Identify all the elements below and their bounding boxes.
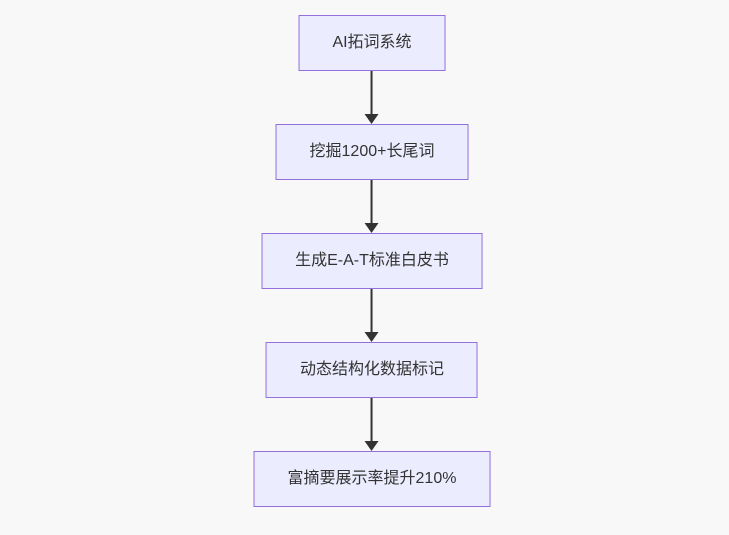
arrowhead-down-icon: [365, 441, 379, 451]
flow-node-label: 挖掘1200+长尾词: [309, 143, 435, 160]
flow-node-label: 动态结构化数据标记: [299, 361, 444, 378]
flow-arrow: [365, 289, 379, 342]
arrowhead-down-icon: [365, 223, 379, 233]
arrow-line: [371, 180, 373, 223]
arrow-line: [371, 289, 373, 332]
flow-node: 生成E-A-T标准白皮书: [261, 233, 483, 289]
flow-node: 动态结构化数据标记: [265, 342, 478, 398]
arrow-line: [371, 398, 373, 441]
flowchart-column: AI拓词系统 挖掘1200+长尾词 生成E-A-T标准白皮书 动态结构化数据标记: [253, 15, 491, 507]
arrowhead-down-icon: [365, 114, 379, 124]
flow-node: 挖掘1200+长尾词: [275, 124, 469, 180]
flow-arrow: [365, 398, 379, 451]
flow-node-label: 富摘要展示率提升210%: [287, 470, 457, 487]
flow-arrow: [365, 71, 379, 124]
arrowhead-down-icon: [365, 332, 379, 342]
flow-node-label: AI拓词系统: [332, 34, 412, 51]
flow-node: 富摘要展示率提升210%: [253, 451, 491, 507]
flow-node-label: 生成E-A-T标准白皮书: [295, 252, 449, 269]
arrow-line: [371, 71, 373, 114]
flow-arrow: [365, 180, 379, 233]
flow-node: AI拓词系统: [298, 15, 446, 71]
